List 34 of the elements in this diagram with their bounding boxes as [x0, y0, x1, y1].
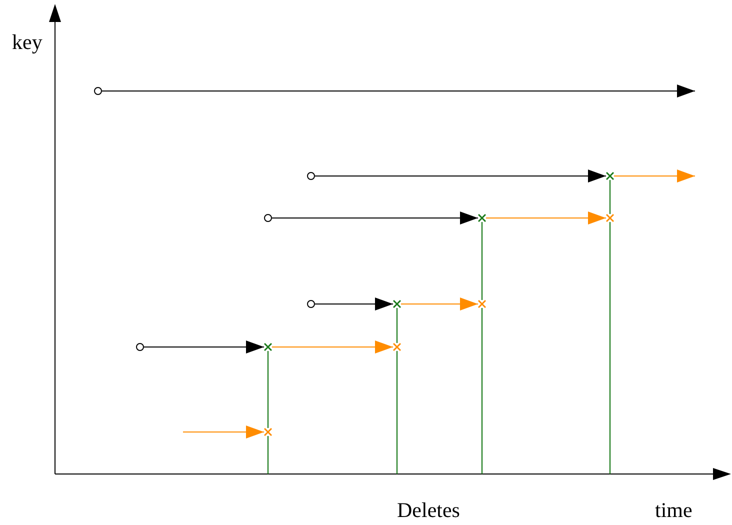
- cross-mark: [264, 428, 272, 436]
- deletion-line: [481, 222, 483, 300]
- arrow: [144, 340, 264, 354]
- deletion-line: [609, 180, 611, 214]
- arrow: [183, 426, 264, 438]
- start-circle: [94, 87, 102, 95]
- arrow: [614, 170, 695, 182]
- cross-mark: [478, 214, 486, 222]
- arrow: [401, 298, 478, 310]
- start-circle: [136, 343, 144, 351]
- deletion-line: [481, 308, 483, 474]
- arrow: [315, 298, 393, 310]
- arrow: [272, 212, 478, 224]
- deletion-line: [267, 351, 269, 428]
- axis-label: time: [655, 500, 692, 521]
- deletion-line: [396, 351, 398, 474]
- cross-mark: [606, 172, 614, 180]
- arrow: [315, 170, 606, 182]
- cross-mark: [393, 343, 401, 351]
- start-circle: [307, 300, 315, 308]
- cross-mark: [393, 300, 401, 308]
- axis-label: Deletes: [397, 500, 460, 521]
- deletion-line: [267, 436, 269, 474]
- cross-mark: [264, 343, 272, 351]
- arrow: [102, 84, 695, 98]
- start-circle: [307, 172, 315, 180]
- axis-label: key: [12, 32, 42, 53]
- arrow: [486, 212, 606, 224]
- start-circle: [264, 214, 272, 222]
- cross-mark: [478, 300, 486, 308]
- cross-mark: [606, 214, 614, 222]
- deletion-line: [396, 308, 398, 343]
- deletion-line: [609, 222, 611, 474]
- arrow: [272, 340, 393, 354]
